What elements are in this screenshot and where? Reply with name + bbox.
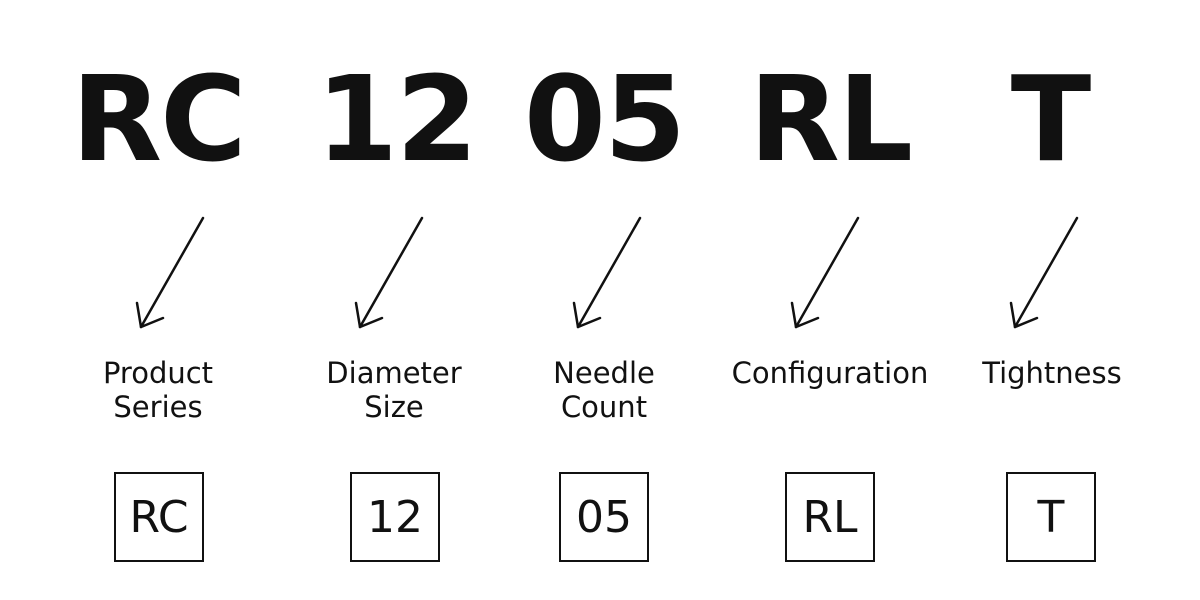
label-diameter-size: Diameter Size [326, 356, 461, 424]
label-needle-count-line-1: Needle [553, 356, 655, 390]
arrow-diameter-size [354, 216, 424, 329]
label-configuration-line-1: Configuration [731, 356, 929, 390]
box-configuration: RL [785, 472, 875, 562]
code-segment-needle-count: 05 [523, 50, 686, 188]
box-tightness: T [1006, 472, 1096, 562]
arrow-needle-count [572, 216, 642, 329]
arrow-tightness [1009, 216, 1079, 329]
label-tightness-line-1: Tightness [982, 356, 1122, 390]
label-product-series-line-1: Product [102, 356, 214, 390]
code-segment-tightness: T [1010, 50, 1091, 188]
label-needle-count-line-2: Count [560, 390, 648, 424]
label-product-series-line-2: Series [113, 390, 203, 424]
box-needle-count: 05 [559, 472, 649, 562]
code-segment-diameter-size: 12 [315, 50, 478, 188]
label-tightness: Tightness [982, 356, 1121, 390]
code-segment-configuration: RL [748, 50, 913, 188]
arrow-configuration [790, 216, 860, 329]
box-product-series: RC [114, 472, 204, 562]
label-needle-count: Needle Count [553, 356, 655, 424]
label-configuration: Configuration [732, 356, 929, 390]
label-product-series: Product Series [103, 356, 213, 424]
code-segment-product-series: RC [71, 50, 246, 188]
box-diameter-size: 12 [350, 472, 440, 562]
label-diameter-size-line-1: Diameter [326, 356, 462, 390]
label-diameter-size-line-2: Size [364, 390, 424, 424]
arrow-product-series [135, 216, 205, 329]
